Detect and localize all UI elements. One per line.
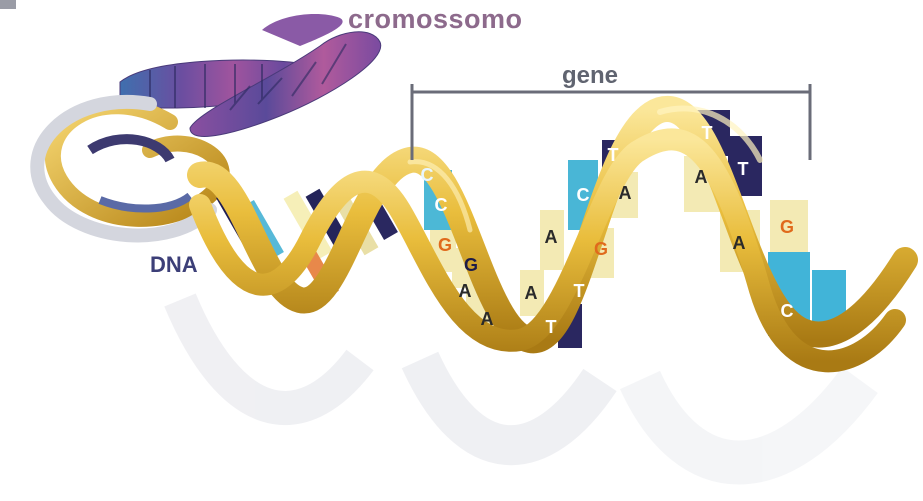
base-letter: G	[592, 240, 610, 258]
base-letter: G	[436, 236, 454, 254]
dna-label: DNA	[150, 252, 198, 278]
base-letter: G	[778, 218, 796, 236]
base-letter: C	[574, 186, 592, 204]
base-letter: T	[698, 124, 716, 142]
base-letter: T	[734, 160, 752, 178]
base-letter: G	[462, 256, 480, 274]
base-letter: T	[570, 282, 588, 300]
base-letter: T	[604, 146, 622, 164]
base-letter: A	[478, 310, 496, 328]
base-letter: C	[778, 302, 796, 320]
base-letter: C	[418, 166, 436, 184]
base-letter: C	[432, 196, 450, 214]
chromosome-label: cromossomo	[348, 4, 523, 35]
base-letter: T	[542, 318, 560, 336]
base-letter: A	[456, 282, 474, 300]
base-letter: A	[522, 284, 540, 302]
base-letter: A	[616, 184, 634, 202]
base-letter: A	[730, 234, 748, 252]
corner-mark	[0, 0, 16, 9]
gene-label: gene	[562, 62, 618, 90]
base-letter: A	[692, 168, 710, 186]
base-letter: A	[542, 228, 560, 246]
